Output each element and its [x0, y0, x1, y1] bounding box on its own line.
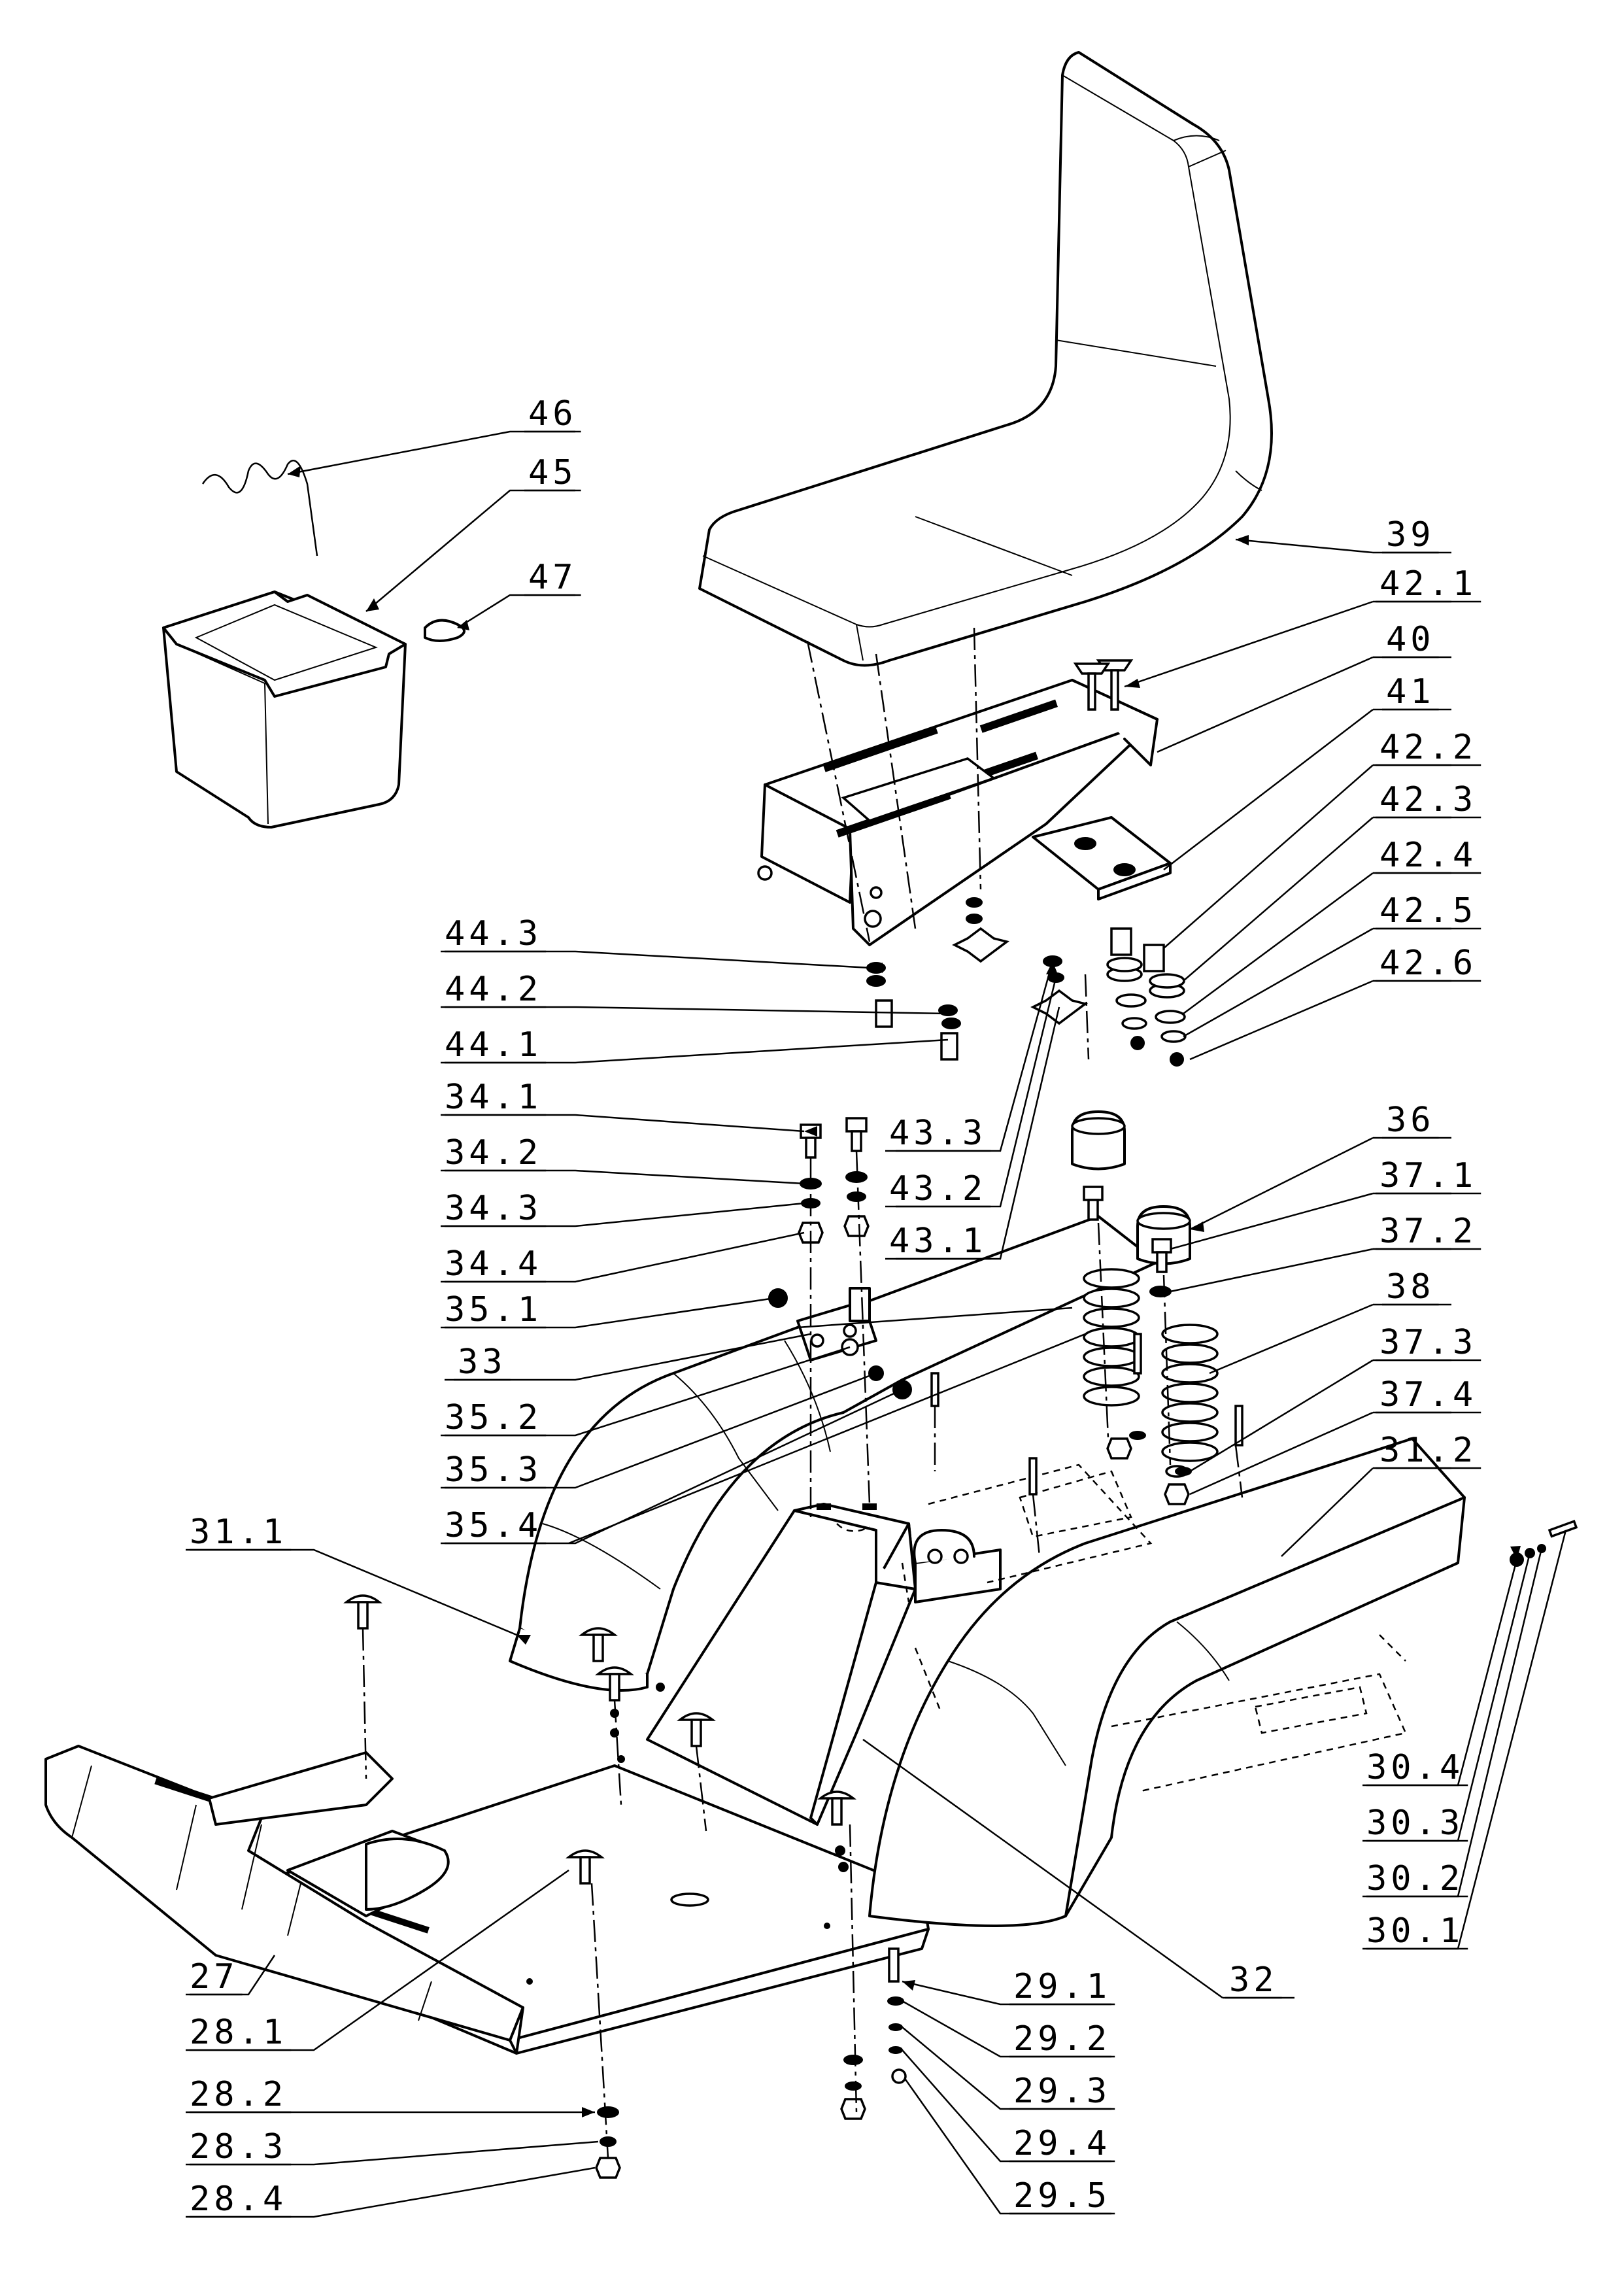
clip-part-47 — [424, 619, 465, 642]
callout-30-3: 30.3 — [1366, 1804, 1464, 1843]
callout-28-2: 28.2 — [190, 2075, 287, 2114]
rubber-caps-part-36 — [1071, 1110, 1191, 1265]
tool-box-part-45 — [162, 591, 407, 829]
callout-36: 36 — [1386, 1101, 1435, 1140]
leader-arrowheads — [288, 466, 1521, 2117]
wire-clip-part-46 — [201, 460, 318, 556]
callout-37-3: 37.3 — [1379, 1323, 1477, 1362]
callout-44-3: 44.3 — [445, 914, 542, 953]
springs-part-38 — [1083, 1268, 1219, 1462]
seat-bracket-part-40 — [757, 679, 1159, 946]
callout-42-2: 42.2 — [1379, 728, 1477, 767]
hidden-floor-outline — [914, 1464, 1153, 1714]
callout-35-1: 35.1 — [445, 1290, 542, 1329]
callout-33: 33 — [458, 1343, 507, 1382]
callout-42-4: 42.4 — [1379, 836, 1477, 875]
callout-28-3: 28.3 — [190, 2127, 287, 2166]
callout-39: 39 — [1386, 515, 1435, 555]
callout-37-2: 37.2 — [1379, 1212, 1477, 1251]
callout-28-4: 28.4 — [190, 2180, 287, 2219]
center-console-part-32 — [646, 1503, 1002, 1826]
callout-30-1: 30.1 — [1366, 1911, 1464, 1951]
callout-34-3: 34.3 — [445, 1189, 542, 1228]
right-fender-part-31-2 — [868, 1437, 1466, 1927]
callout-labels: 46 45 47 39 42.1 40 41 42.2 42.3 42.4 42… — [186, 394, 1481, 2219]
callout-47: 47 — [528, 558, 577, 597]
callout-43-1: 43.1 — [889, 1222, 987, 1261]
callout-29-5: 29.5 — [1013, 2176, 1111, 2216]
callout-35-3: 35.3 — [445, 1450, 542, 1490]
callout-37-1: 37.1 — [1379, 1156, 1477, 1195]
callout-42-5: 42.5 — [1379, 891, 1477, 931]
callout-40: 40 — [1386, 620, 1435, 659]
callout-30-2: 30.2 — [1366, 1859, 1464, 1898]
callout-38: 38 — [1386, 1267, 1435, 1307]
callout-44-2: 44.2 — [445, 970, 542, 1009]
callout-46: 46 — [528, 394, 577, 434]
callout-35-4: 35.4 — [445, 1506, 542, 1545]
callout-28-1: 28.1 — [190, 2013, 287, 2052]
callout-35-2: 35.2 — [445, 1398, 542, 1437]
seat-part-39 — [698, 51, 1273, 667]
callout-27: 27 — [190, 1957, 239, 1996]
callout-41: 41 — [1386, 672, 1435, 711]
callout-43-2: 43.2 — [889, 1169, 987, 1208]
callout-42-1: 42.1 — [1379, 564, 1477, 604]
callout-42-6: 42.6 — [1379, 944, 1477, 983]
callout-42-3: 42.3 — [1379, 780, 1477, 819]
callout-31-1: 31.1 — [190, 1513, 287, 1552]
callout-29-3: 29.3 — [1013, 2072, 1111, 2111]
callout-32: 32 — [1229, 1960, 1278, 2000]
callout-43-3: 43.3 — [889, 1114, 987, 1153]
callout-34-4: 34.4 — [445, 1244, 542, 1284]
callout-37-4: 37.4 — [1379, 1375, 1477, 1414]
callout-44-1: 44.1 — [445, 1025, 542, 1065]
callout-30-4: 30.4 — [1366, 1748, 1464, 1787]
callout-29-2: 29.2 — [1013, 2019, 1111, 2059]
plate-part-41 — [1032, 816, 1172, 900]
callout-31-2: 31.2 — [1379, 1431, 1477, 1470]
callout-45: 45 — [528, 453, 577, 492]
callout-34-2: 34.2 — [445, 1133, 542, 1173]
callout-34-1: 34.1 — [445, 1078, 542, 1117]
assembly-center-lines — [362, 627, 1243, 2159]
footrest-part-27 — [44, 1745, 524, 2055]
callout-29-4: 29.4 — [1013, 2124, 1111, 2163]
callout-29-1: 29.1 — [1013, 1967, 1111, 2006]
